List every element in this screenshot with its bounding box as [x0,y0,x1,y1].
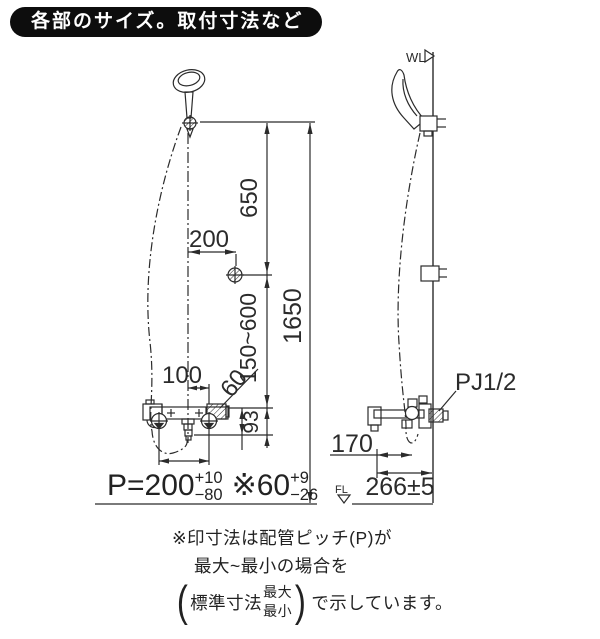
offset-value: 60 [256,468,291,502]
faucet-side [367,395,449,432]
close-paren: ) [295,577,307,626]
open-paren: ( [176,577,189,626]
pipe-thread-label: PJ1/2 [455,369,516,396]
dim-170-label: 170 [331,430,373,458]
shower-head-front [172,69,206,139]
slide-bracket-lower [420,265,447,282]
pitch-value: P=200 [107,468,195,502]
dim-650-label: 650 [236,178,263,218]
footnote-standard-label: 標準寸法 [190,592,263,613]
footnote-min: 最小 [263,603,293,619]
pj-leader-line [438,390,457,412]
wall-outlet-symbol [226,266,244,284]
dim-93-label: 93 [240,410,263,433]
pitch-tolerance: +10 −80 [194,468,223,504]
offset-tolerance: +9 −26 [290,468,319,504]
footnote-line-1: ※印寸法は配管ピッチ(P)が [172,528,392,548]
dim-1650-label: 1650 [279,288,307,344]
floor-line-marker [336,494,352,504]
wall-line-marker [424,48,436,64]
shower-hose-side [397,132,421,444]
side-arrowheads [377,452,432,476]
dim-range-label: 150~600 [235,293,261,383]
dim-266-label: 266±5 [365,473,434,501]
footnote-suffix: で示しています。 [311,592,454,613]
dim-100-label: 100 [162,362,202,389]
offset-tolerance-lower: −26 [290,485,319,504]
front-view: 200 650 150~600 1650 100 60 93 [95,69,317,505]
footnote-max: 最大 [263,584,293,601]
dim-200-label: 200 [189,226,229,253]
side-view: WL FL PJ1/2 170 266±5 [330,48,516,505]
faucet-front [142,399,230,441]
wall-line-label: WL [406,50,426,65]
footnote-line-2: 最大~最小の場合を [194,556,349,576]
footnote-max-min-stack: 最大 最小 [262,583,293,621]
front-arrowheads [159,123,313,503]
floor-line-label: FL [335,484,348,496]
offset-tolerance-upper: +9 [290,468,309,487]
pitch-tolerance-upper: +10 [194,468,223,487]
pitch-tolerance-lower: −80 [194,485,223,504]
pitch-dimension-text: P=200 +10 −80 ※ 60 +9 −26 [107,468,318,503]
shower-hose-front [147,126,188,455]
shower-head-side [391,69,426,130]
footnote-line-3: ( 標準寸法 最大 最小 ) で示しています。 [175,580,453,624]
reference-mark: ※ [231,469,257,502]
page-title: 各部のサイズ。取付寸法など [10,7,322,37]
slide-bracket-upper [419,115,446,137]
